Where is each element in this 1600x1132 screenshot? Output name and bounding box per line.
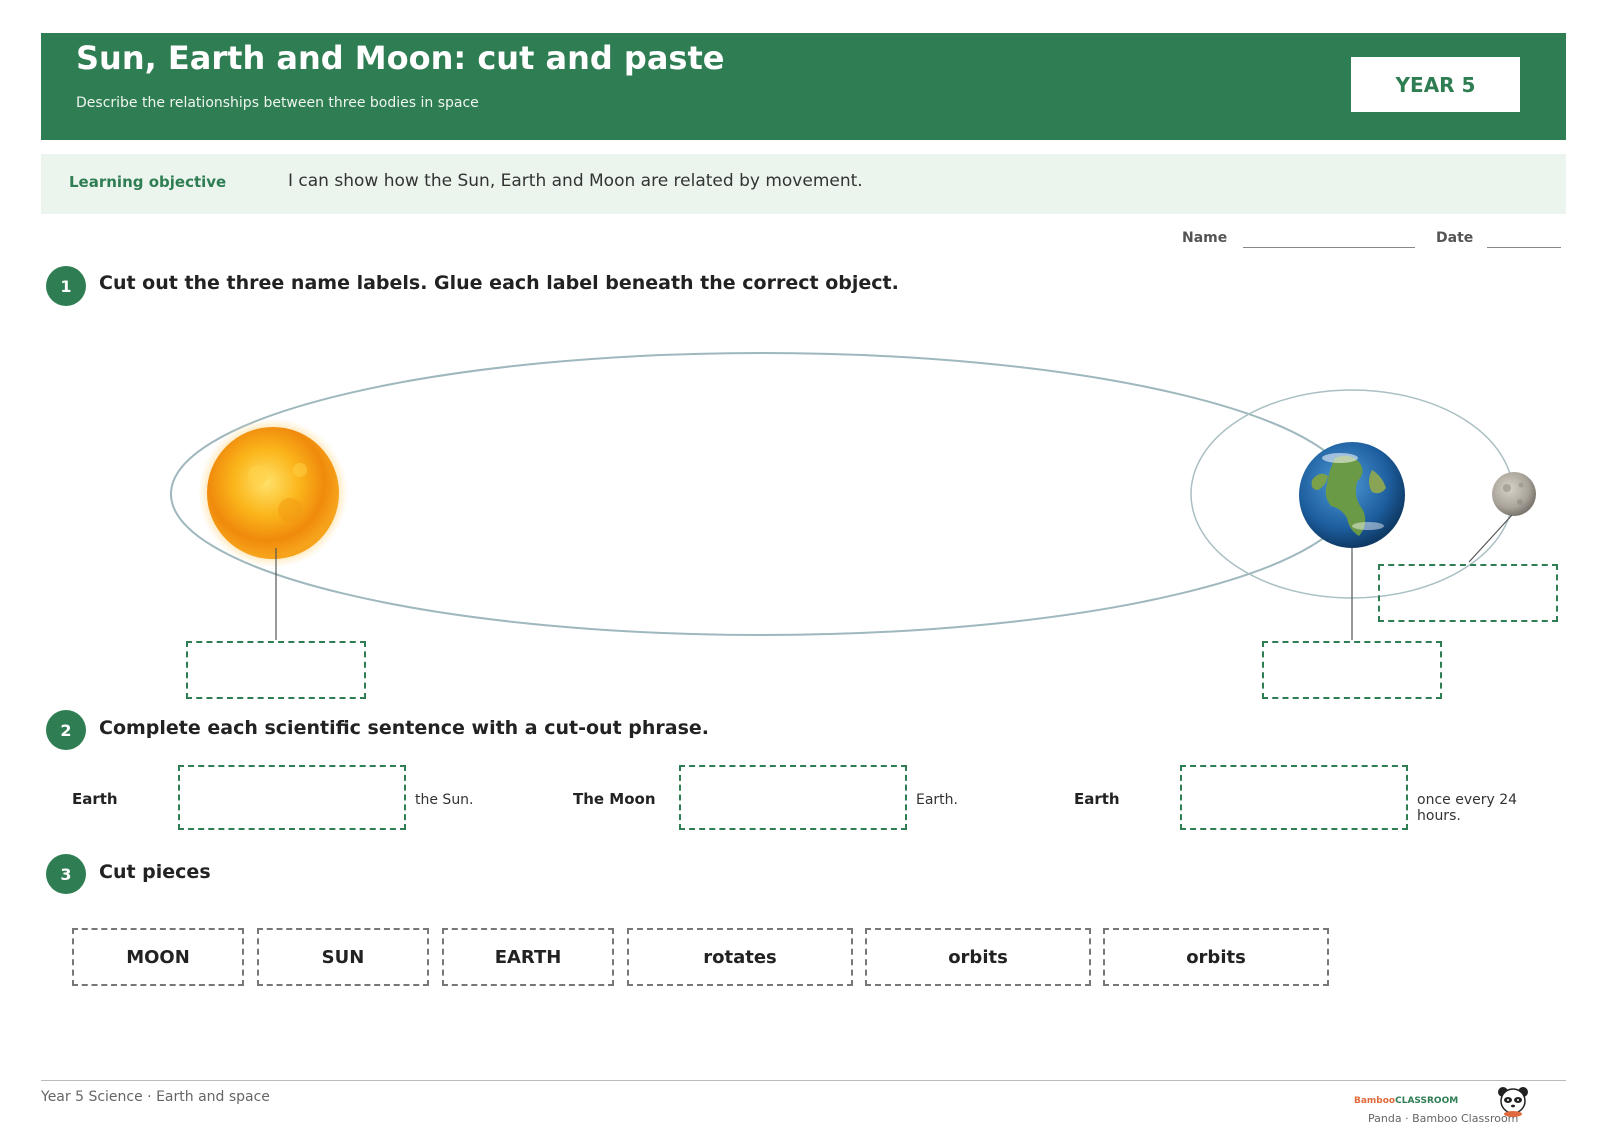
step-3-number: 3 — [46, 854, 86, 894]
sun-earth-moon-diagram — [170, 352, 1536, 640]
sentence-3-paste-box[interactable] — [1180, 765, 1408, 830]
footer-course-label: Year 5 Science · Earth and space — [41, 1089, 270, 1105]
sentence-2-ending: Earth. — [916, 792, 958, 808]
earth-orbit-path — [170, 352, 1354, 636]
earth-label-paste-box[interactable] — [1262, 641, 1442, 699]
cut-piece-earth[interactable]: EARTH — [442, 928, 614, 986]
sentence-3-ending: once every 24 hours. — [1417, 792, 1518, 824]
sentence-2-subject: The Moon — [573, 790, 656, 808]
page-title: Sun, Earth and Moon: cut and paste — [76, 39, 725, 77]
cut-piece-rotates[interactable]: rotates — [627, 928, 853, 986]
page-subtitle: Describe the relationships between three… — [76, 95, 479, 111]
sentence-1-subject: Earth — [72, 790, 118, 808]
cut-piece-moon[interactable]: MOON — [72, 928, 244, 986]
moon-pointer-line — [1468, 514, 1513, 563]
year-badge: YEAR 5 — [1351, 57, 1520, 112]
step-1-instruction: Cut out the three name labels. Glue each… — [99, 272, 899, 294]
objective-text: I can show how the Sun, Earth and Moon a… — [288, 171, 863, 191]
earth-icon — [1299, 442, 1405, 548]
sentence-1-ending: the Sun. — [415, 792, 474, 808]
step-2-instruction: Complete each scientific sentence with a… — [99, 717, 710, 739]
cut-piece-orbits-2[interactable]: orbits — [1103, 928, 1329, 986]
brand-logo-part2: CLASSROOM — [1395, 1096, 1459, 1106]
brand-caption: Panda · Bamboo Classroom — [1368, 1112, 1519, 1125]
worksheet-header: Sun, Earth and Moon: cut and paste Descr… — [41, 33, 1566, 140]
date-label: Date — [1436, 230, 1474, 246]
name-label: Name — [1182, 230, 1228, 246]
step-3-instruction: Cut pieces — [99, 861, 211, 883]
cut-piece-sun[interactable]: SUN — [257, 928, 429, 986]
brand-logo-part1: Bamboo — [1354, 1096, 1396, 1106]
moon-icon — [1492, 472, 1536, 516]
sentence-2-paste-box[interactable] — [679, 765, 907, 830]
footer-divider — [41, 1080, 1566, 1081]
step-2-number: 2 — [46, 710, 86, 750]
name-field[interactable] — [1243, 247, 1415, 248]
sun-label-paste-box[interactable] — [186, 641, 366, 699]
learning-objective-panel: Learning objective I can show how the Su… — [41, 154, 1566, 214]
sentence-1-paste-box[interactable] — [178, 765, 406, 830]
sentence-3-subject: Earth — [1074, 790, 1120, 808]
step-1-number: 1 — [46, 266, 86, 306]
brand-logo: BambooCLASSROOM — [1354, 1096, 1458, 1106]
objective-label: Learning objective — [69, 173, 227, 191]
cut-piece-orbits-1[interactable]: orbits — [865, 928, 1091, 986]
moon-label-paste-box[interactable] — [1378, 564, 1558, 622]
panda-mascot-icon — [1498, 1087, 1528, 1117]
sun-icon — [198, 418, 348, 568]
date-field[interactable] — [1487, 247, 1561, 248]
